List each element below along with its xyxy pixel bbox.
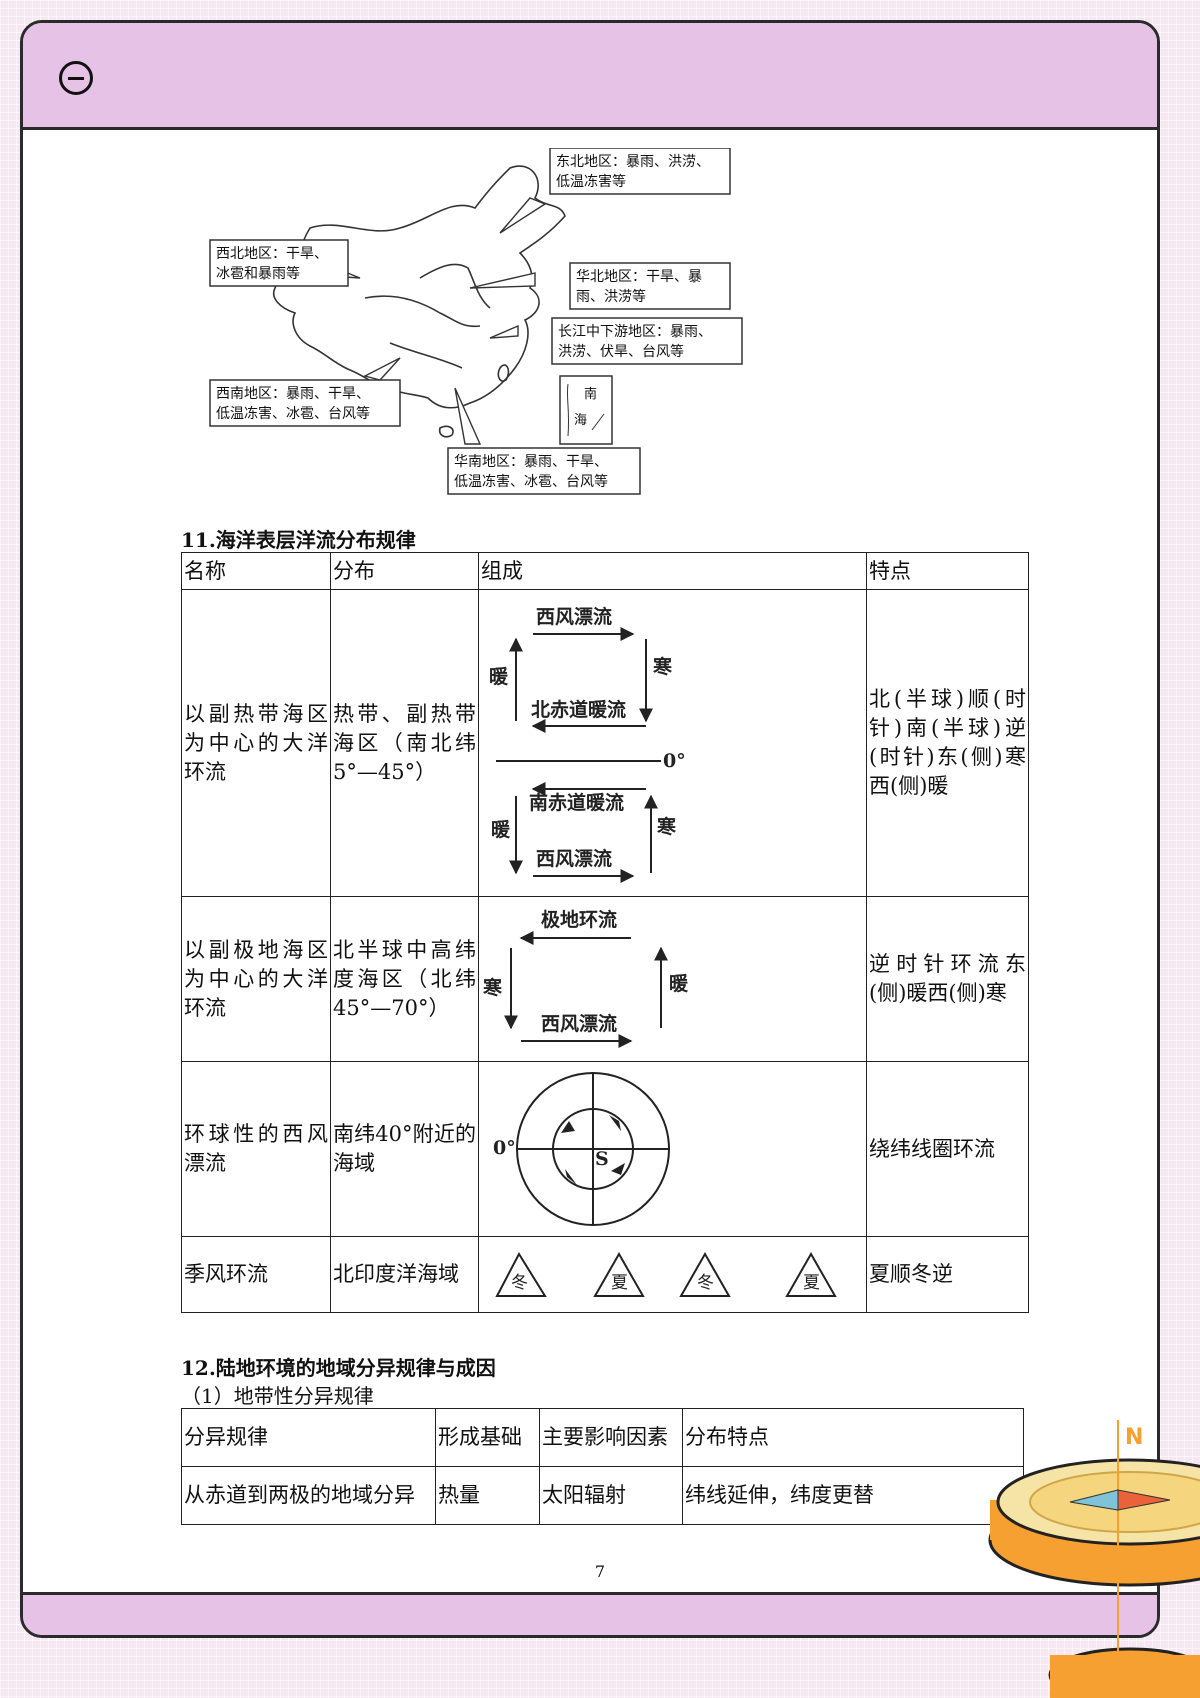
map-label-yangtze-2: 洪涝、伏旱、台风等	[558, 343, 684, 360]
monsoon-label-1: 冬	[511, 1273, 528, 1293]
map-label-southwest-2: 低温冻害、冰雹、台风等	[216, 405, 370, 422]
region-line-b	[419, 263, 491, 309]
taiwan-island	[497, 364, 510, 382]
header-composition: 组成	[478, 552, 867, 590]
header-feature: 特点	[866, 552, 1029, 590]
row1-composition: 西风漂流 暖 寒 北赤道暖流 0° 南赤道暖流 暖 寒 西风漂流	[478, 589, 867, 897]
header-name: 名称	[181, 552, 331, 590]
china-disaster-map: 东北地区：暴雨、洪涝、 低温冻害等 西北地区：干旱、 冰雹和暴雨等 华北地区：干…	[209, 148, 743, 495]
monsoon-label-3: 冬	[697, 1273, 714, 1293]
table-header-row: 分异规律 形成基础 主要影响因素 分布特点	[181, 1408, 1024, 1467]
gyre2-cold-label: 寒	[483, 976, 502, 999]
compass-north-label: N	[1125, 1425, 1143, 1450]
drift-equator-label: 0°	[493, 1137, 516, 1159]
map-label-southchina-2: 低温冻害、冰雹、台风等	[454, 473, 608, 490]
row3-distribution: 南纬40°附近的海域	[330, 1061, 479, 1237]
rule-cell: 从赤道到两极的地域分异	[181, 1466, 436, 1525]
west-wind-drift-diagram: 0° S	[493, 1071, 670, 1226]
map-label-northwest-1: 西北地区：干旱、	[216, 246, 328, 262]
row4-composition: 冬 夏 冬 夏	[478, 1236, 867, 1313]
gyre1-warm-label-2: 暖	[491, 818, 511, 841]
gyre1-top-label: 西风漂流	[536, 605, 612, 628]
table-row: 环球性的西风漂流 南纬40°附近的海域 0° S	[181, 1061, 1029, 1237]
map-label-northeast-2: 低温冻害等	[556, 173, 626, 190]
header-band	[23, 23, 1157, 130]
monsoon-label-4: 夏	[803, 1273, 820, 1293]
map-label-southwest-1: 西南地区：暴雨、干旱、	[216, 386, 370, 402]
row1-distribution: 热带、副热带海区（南北纬5°—45°）	[330, 589, 479, 897]
gyre1-warm-label: 暖	[489, 665, 509, 688]
monsoon-current-diagram: 冬 夏 冬 夏	[495, 1251, 837, 1297]
gyre1-n-equatorial-label: 北赤道暖流	[531, 698, 626, 721]
subtropical-gyre-diagram: 西风漂流 暖 寒 北赤道暖流 0° 南赤道暖流 暖 寒 西风漂流	[489, 605, 686, 883]
row1-feature: 北(半球)顺(时针)南(半球)逆(时针)东(侧)寒西(侧)暖	[866, 589, 1029, 897]
row2-name: 以副极地海区为中心的大洋环流	[181, 896, 331, 1062]
inset-label-2: 海	[574, 413, 587, 428]
map-label-southchina-1: 华南地区：暴雨、干旱、	[454, 454, 608, 470]
region-line-a	[364, 295, 481, 328]
gyre1-cold-label-2: 寒	[657, 815, 676, 838]
row4-distribution: 北印度洋海域	[330, 1236, 479, 1313]
table-row: 以副极地海区为中心的大洋环流 北半球中高纬度海区（北纬 45°—70°） 极地环…	[181, 896, 1029, 1062]
inset-label-1: 南	[584, 386, 597, 402]
feature-cell: 纬线延伸，纬度更替	[682, 1466, 1024, 1525]
row2-distribution: 北半球中高纬度海区（北纬 45°—70°）	[330, 896, 479, 1062]
table-row: 从赤道到两极的地域分异 热量 太阳辐射 纬线延伸，纬度更替	[181, 1466, 1024, 1525]
minus-circle-icon	[59, 61, 93, 95]
header-distribution: 分布	[330, 552, 479, 590]
gyre1-bottom-label: 西风漂流	[536, 847, 612, 870]
monsoon-label-2: 夏	[611, 1273, 628, 1293]
gyre1-s-equatorial-label: 南赤道暖流	[529, 791, 624, 814]
subpolar-gyre-diagram: 极地环流 寒 暖 西风漂流	[483, 908, 689, 1048]
map-label-northchina-2: 雨、洪涝等	[576, 288, 646, 305]
map-label-northwest-2: 冰雹和暴雨等	[216, 265, 300, 282]
table-row: 以副热带海区为中心的大洋环流 热带、副热带海区（南北纬5°—45°）	[181, 589, 1029, 897]
gyre2-top-label: 极地环流	[541, 908, 617, 931]
gyre1-equator-label: 0°	[663, 750, 686, 772]
table-header-row: 名称 分布 组成 特点	[181, 552, 1029, 590]
hainan-island	[438, 425, 454, 438]
row3-feature: 绕纬线圈环流	[866, 1061, 1029, 1237]
ocean-current-table: 名称 分布 组成 特点 以副热带海区为中心的大洋环流 热带、副热带海区（南北纬5…	[181, 552, 1029, 1313]
map-label-yangtze-1: 长江中下游地区：暴雨、	[558, 324, 712, 340]
row4-name: 季风环流	[181, 1236, 331, 1313]
china-outline	[273, 165, 566, 409]
row3-composition: 0° S	[478, 1061, 867, 1237]
table-row: 季风环流 北印度洋海域 冬 夏 冬 夏 夏顺冬逆	[181, 1236, 1029, 1313]
row2-feature: 逆时针环流东(侧)暖西(侧)寒	[866, 896, 1029, 1062]
gyre2-warm-label: 暖	[669, 972, 689, 995]
row4-feature: 夏顺冬逆	[866, 1236, 1029, 1313]
gyre2-bottom-label: 西风漂流	[541, 1012, 617, 1035]
map-label-northeast-1: 东北地区：暴雨、洪涝、	[556, 154, 710, 170]
factor-cell: 太阳辐射	[539, 1466, 683, 1525]
zonal-differentiation-table: 分异规律 形成基础 主要影响因素 分布特点 从赤道到两极的地域分异 热量 太阳辐…	[181, 1408, 1024, 1525]
page-number: 7	[594, 1562, 606, 1581]
row1-name: 以副热带海区为中心的大洋环流	[181, 589, 331, 897]
section-11-title: 11.海洋表层洋流分布规律	[181, 528, 416, 552]
header-rule: 分异规律	[181, 1408, 436, 1467]
section-12-title: 12.陆地环境的地域分异规律与成因	[181, 1356, 496, 1380]
compass-decoration: N	[988, 1420, 1200, 1698]
header-factor: 主要影响因素	[539, 1408, 683, 1467]
map-label-northchina-1: 华北地区：干旱、暴	[576, 269, 702, 285]
region-line-c	[389, 342, 463, 369]
basis-cell: 热量	[435, 1466, 540, 1525]
header-distribution-feature: 分布特点	[682, 1408, 1024, 1467]
gyre1-cold-label: 寒	[653, 655, 672, 678]
section-12-subtitle: （1）地带性分异规律	[181, 1384, 374, 1408]
drift-south-pole-label: S	[595, 1148, 609, 1170]
footer-band	[23, 1592, 1157, 1635]
row2-composition: 极地环流 寒 暖 西风漂流	[478, 896, 867, 1062]
row3-name: 环球性的西风漂流	[181, 1061, 331, 1237]
header-basis: 形成基础	[435, 1408, 540, 1467]
